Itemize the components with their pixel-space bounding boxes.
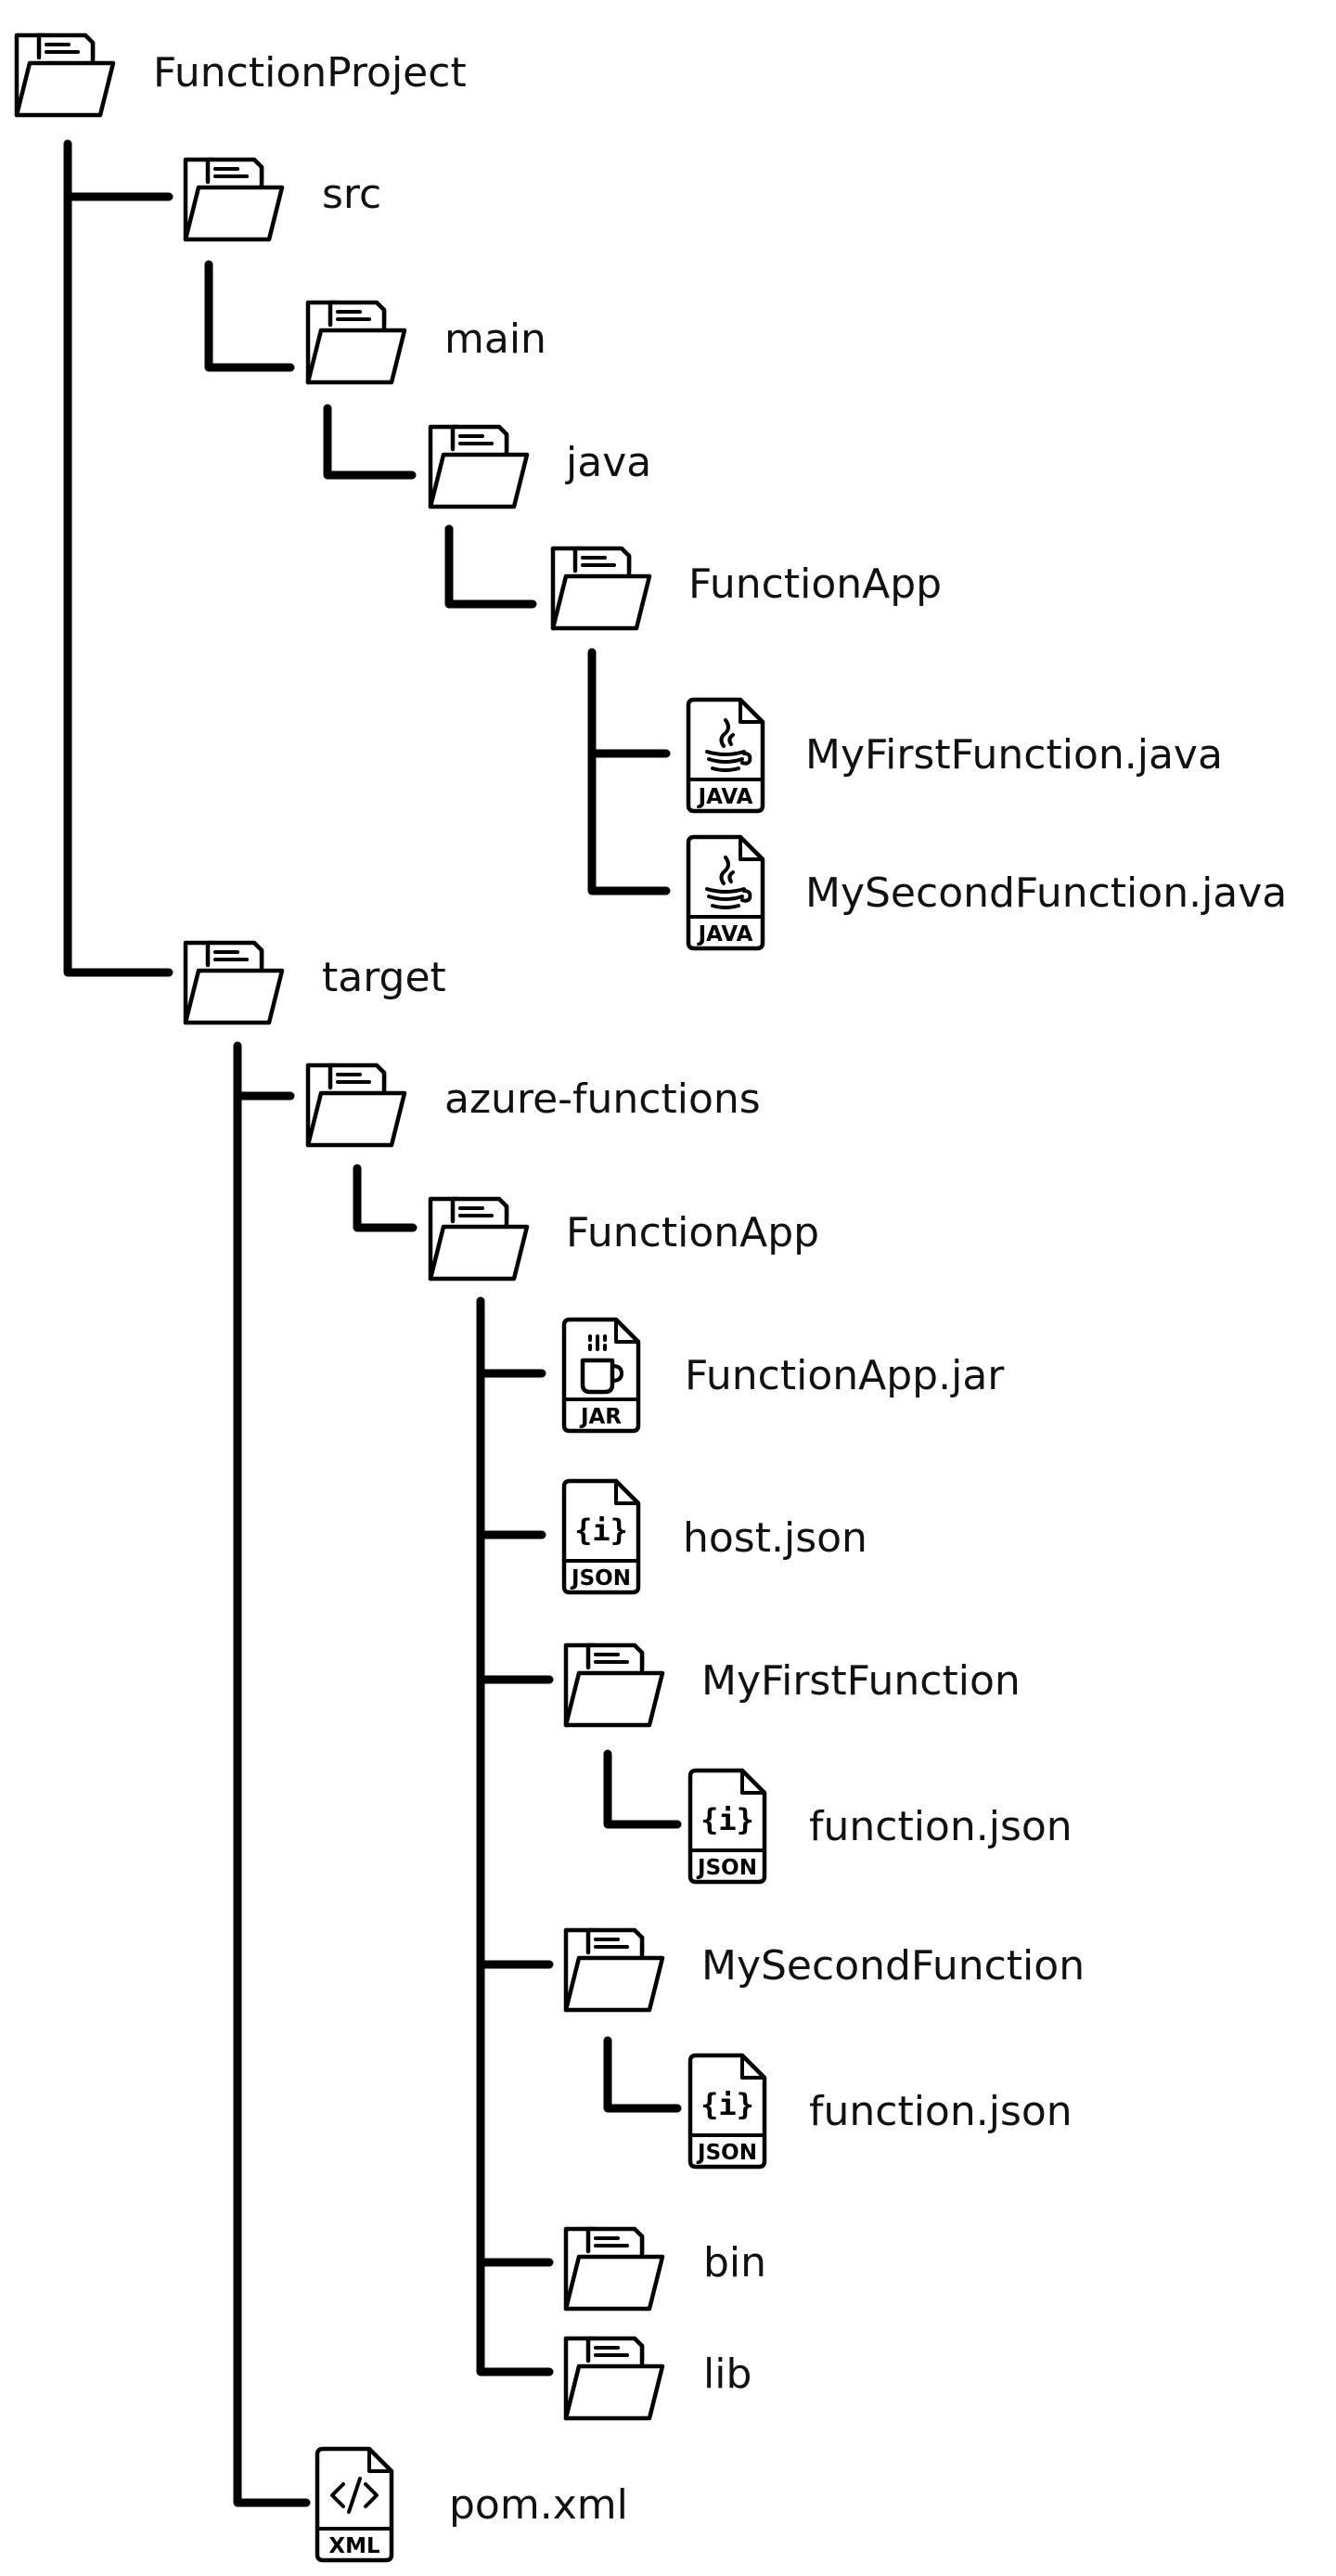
node-label: pom.xml xyxy=(449,2481,628,2529)
node-pom-xml[interactable]: XML pom.xml xyxy=(317,2449,628,2560)
node-label: MySecondFunction.java xyxy=(805,869,1287,917)
node-label: host.json xyxy=(683,1514,867,1562)
connector-java-functionapp xyxy=(444,524,537,609)
java-file-icon: JAVA xyxy=(688,700,763,811)
node-azure-functions[interactable]: azure-functions xyxy=(308,1065,761,1145)
node-label: main xyxy=(444,316,546,363)
node-label: MyFirstFunction xyxy=(701,1657,1021,1705)
connector-mysecond-json xyxy=(603,2036,682,2113)
node-my-first-function[interactable]: MyFirstFunction xyxy=(566,1645,1021,1725)
node-functionapp-jar[interactable]: JAR FunctionApp.jar xyxy=(564,1320,1005,1431)
tree-connectors xyxy=(63,139,682,2507)
jar-file-icon: JAR xyxy=(564,1320,638,1431)
connector-src-main xyxy=(204,260,295,372)
node-main[interactable]: main xyxy=(308,303,546,382)
node-label: function.json xyxy=(809,2088,1073,2135)
svg-text:JAR: JAR xyxy=(579,1405,622,1429)
node-functionapp-target[interactable]: FunctionApp xyxy=(430,1199,819,1279)
folder-icon xyxy=(430,427,527,507)
folder-icon xyxy=(186,943,282,1023)
node-label: target xyxy=(322,954,446,1001)
svg-text:{i}: {i} xyxy=(700,2087,754,2122)
connector-functionapp-second xyxy=(587,648,671,895)
folder-icon xyxy=(186,160,282,239)
connector-root-target xyxy=(63,139,173,977)
node-lib[interactable]: lib xyxy=(566,2338,752,2418)
java-file-icon: JAVA xyxy=(688,837,763,948)
svg-text:JAVA: JAVA xyxy=(697,922,753,947)
node-my-second-function[interactable]: MySecondFunction xyxy=(566,1930,1085,2010)
folder-icon xyxy=(566,1930,662,2010)
xml-file-icon: XML xyxy=(317,2449,392,2560)
node-label: MySecondFunction xyxy=(701,1942,1085,1990)
node-label: FunctionProject xyxy=(153,49,467,97)
node-bin[interactable]: bin xyxy=(566,2229,766,2309)
node-src[interactable]: src xyxy=(186,160,381,239)
folder-icon xyxy=(566,1645,662,1725)
folder-icon xyxy=(308,1065,405,1145)
node-label: src xyxy=(322,171,381,218)
node-label: FunctionApp.jar xyxy=(685,1352,1005,1399)
folder-icon xyxy=(553,548,649,628)
svg-text:{i}: {i} xyxy=(574,1513,628,1548)
json-file-icon: {i} JSON xyxy=(564,1481,638,1592)
connector-myfirst-json xyxy=(603,1749,682,1829)
folder-icon xyxy=(17,35,113,115)
svg-text:JSON: JSON xyxy=(570,1566,631,1591)
node-label: java xyxy=(565,439,651,486)
node-java[interactable]: java xyxy=(430,427,651,507)
folder-icon xyxy=(566,2338,662,2418)
json-file-icon: {i} JSON xyxy=(690,1771,764,1882)
connector-main-java xyxy=(323,404,417,480)
node-functionapp-src[interactable]: FunctionApp xyxy=(553,548,942,628)
node-function-json-1[interactable]: {i} JSON function.json xyxy=(690,1771,1073,1882)
node-host-json[interactable]: {i} JSON host.json xyxy=(564,1481,867,1592)
node-function-json-2[interactable]: {i} JSON function.json xyxy=(690,2055,1073,2167)
folder-icon xyxy=(430,1199,527,1279)
svg-text:{i}: {i} xyxy=(700,1802,754,1837)
node-label: bin xyxy=(703,2239,766,2286)
svg-text:JSON: JSON xyxy=(696,1856,757,1880)
node-my-first-function-java[interactable]: JAVA MyFirstFunction.java xyxy=(688,700,1223,811)
node-label: lib xyxy=(703,2351,752,2398)
node-label: MyFirstFunction.java xyxy=(805,731,1223,779)
node-my-second-function-java[interactable]: JAVA MySecondFunction.java xyxy=(688,837,1287,948)
connector-azure-functionapp xyxy=(353,1164,418,1232)
node-label: FunctionApp xyxy=(688,560,942,608)
folder-icon xyxy=(308,303,405,382)
node-label: azure-functions xyxy=(444,1075,761,1123)
node-label: FunctionApp xyxy=(566,1209,819,1256)
svg-text:JSON: JSON xyxy=(696,2141,757,2165)
node-function-project[interactable]: FunctionProject xyxy=(17,35,467,115)
connector-functionapp-lib xyxy=(476,1296,554,2376)
connector-target-pom xyxy=(233,1041,311,2507)
node-target[interactable]: target xyxy=(186,943,446,1023)
node-label: function.json xyxy=(809,1803,1073,1850)
folder-icon xyxy=(566,2229,662,2309)
svg-text:JAVA: JAVA xyxy=(697,785,753,809)
svg-text:XML: XML xyxy=(328,2534,380,2558)
json-file-icon: {i} JSON xyxy=(690,2055,764,2167)
